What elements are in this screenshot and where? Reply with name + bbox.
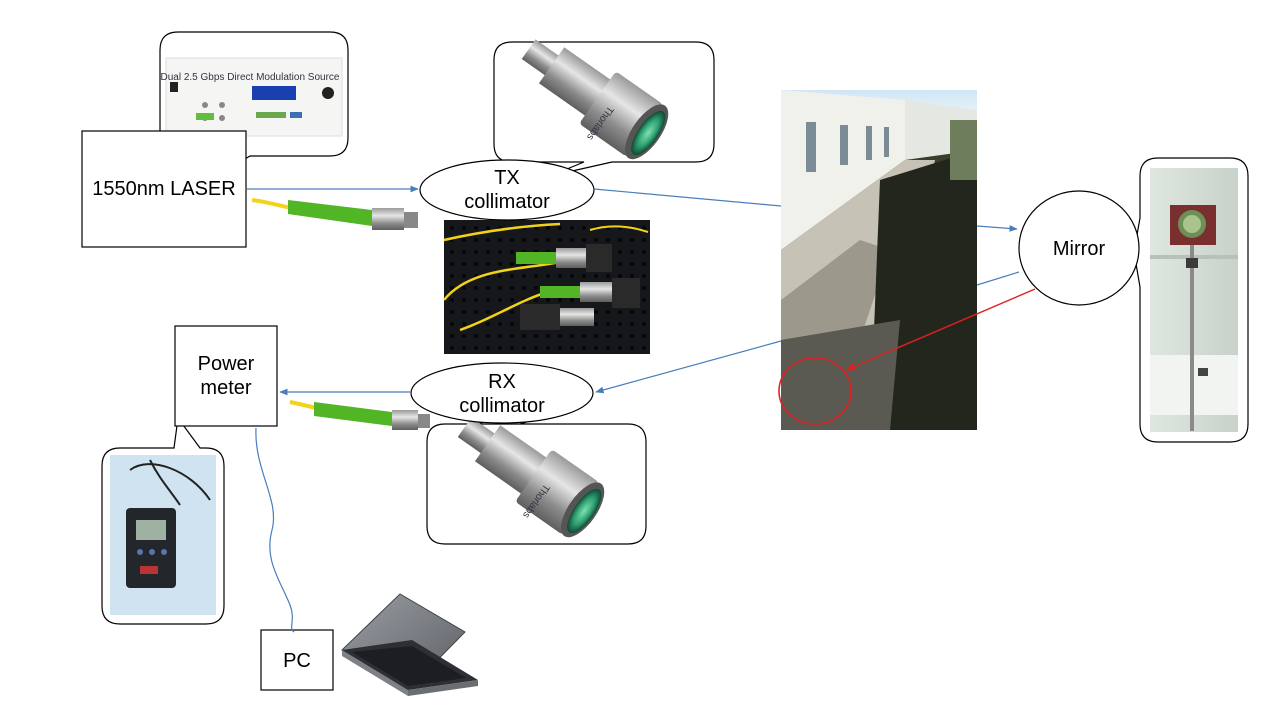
mirror-label: Mirror (1052, 238, 1106, 260)
laptop-image (341, 593, 478, 696)
mirror-return-line (976, 271, 1020, 286)
usb-cable (255, 427, 295, 633)
power-meter-photo-callout (101, 416, 225, 625)
power-meter-box (174, 325, 278, 427)
courtyard-to-mirror-arrow (976, 225, 1018, 232)
rx-fiber-patchcord (289, 400, 430, 430)
pc-label: PC (283, 650, 311, 672)
rx-collimator-label: RX collimator (459, 371, 545, 417)
courtyard-to-rx-arrow (595, 340, 782, 394)
mirror-ellipse (1018, 190, 1140, 306)
tx-to-courtyard-line (593, 188, 782, 207)
laser-label: 1550nm LASER (92, 178, 236, 200)
breadboard-photo (443, 220, 650, 354)
outdoor-courtyard-photo (781, 90, 977, 430)
mirror-location-pointer (845, 288, 1036, 371)
laser-box (81, 130, 247, 248)
rx-collimator-ellipse (410, 362, 594, 424)
modulation-source-text: Dual 2.5 Gbps Direct Modulation Source (161, 72, 340, 83)
power-meter-label: Power meter (197, 353, 255, 399)
tx-collimator-photo-callout: Thorlabs (493, 39, 715, 177)
pc-box (260, 629, 334, 691)
mirror-photo-callout (1133, 157, 1249, 443)
tx-collimator-label: TX collimator (464, 167, 550, 213)
mirror-location-highlight (778, 357, 852, 425)
rx-collimator-photo-callout: Thorlabs (426, 403, 647, 545)
tx-fiber-patchcord (251, 198, 418, 230)
tx-collimator-ellipse (419, 159, 595, 221)
